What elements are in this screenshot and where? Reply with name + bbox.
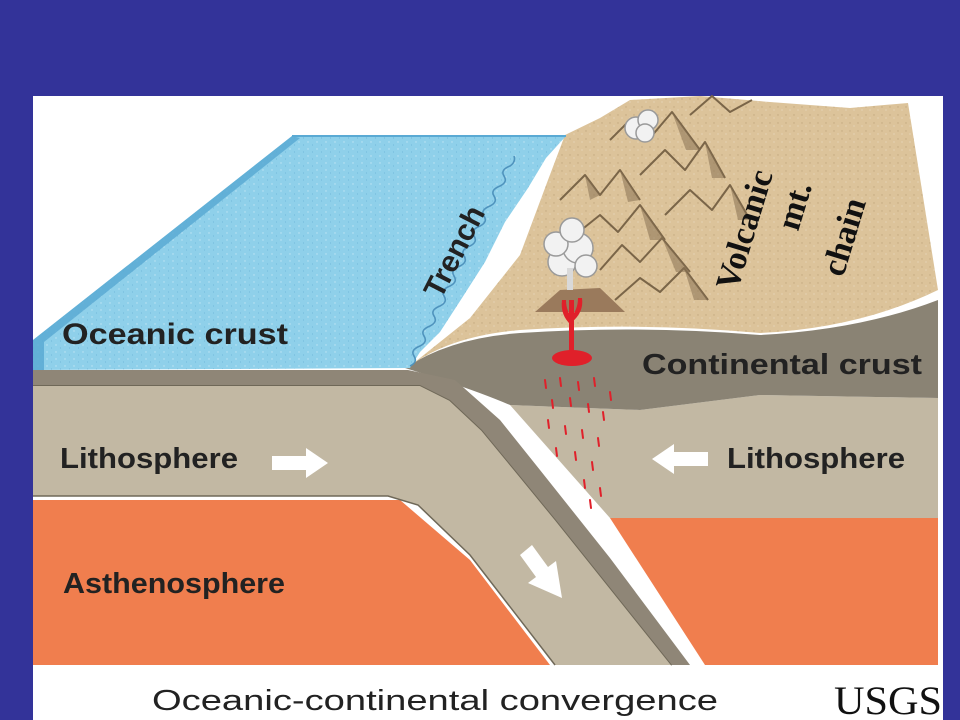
- arrow-down-slab-icon: [520, 545, 562, 598]
- title-band: [0, 0, 960, 96]
- oceanic-crust-band: [33, 370, 690, 665]
- ash-cloud-small: [624, 109, 659, 143]
- label-lithosphere-left: Lithosphere: [60, 443, 238, 475]
- oceanic-lithosphere: [33, 385, 672, 665]
- usgs-credit: USGS: [834, 678, 942, 720]
- continental-lithosphere: [510, 395, 938, 518]
- arrow-left-icon: [652, 444, 708, 474]
- coastline: [409, 155, 516, 367]
- label-continental-crust: Continental crust: [642, 349, 922, 381]
- magma: [552, 298, 592, 366]
- diagram-caption: Oceanic-continental convergence: [152, 685, 718, 717]
- melt-droplets: [544, 377, 612, 509]
- land-texture: [410, 96, 938, 366]
- label-asthenosphere: Asthenosphere: [63, 568, 285, 600]
- continental-crust-layer: [405, 300, 938, 410]
- label-lithosphere-right: Lithosphere: [727, 443, 905, 475]
- slab-boundary-bottom: [33, 495, 556, 666]
- label-oceanic-crust: Oceanic crust: [62, 318, 288, 351]
- plate-diagram: Oceanic crust Continental crust Lithosph…: [33, 95, 938, 666]
- eruption-column: [567, 268, 573, 290]
- arrow-right-icon: [272, 448, 328, 478]
- asthenosphere-layer-right: [610, 518, 938, 665]
- mountain-shadows: [585, 112, 750, 300]
- asthenosphere-layer: [33, 500, 550, 665]
